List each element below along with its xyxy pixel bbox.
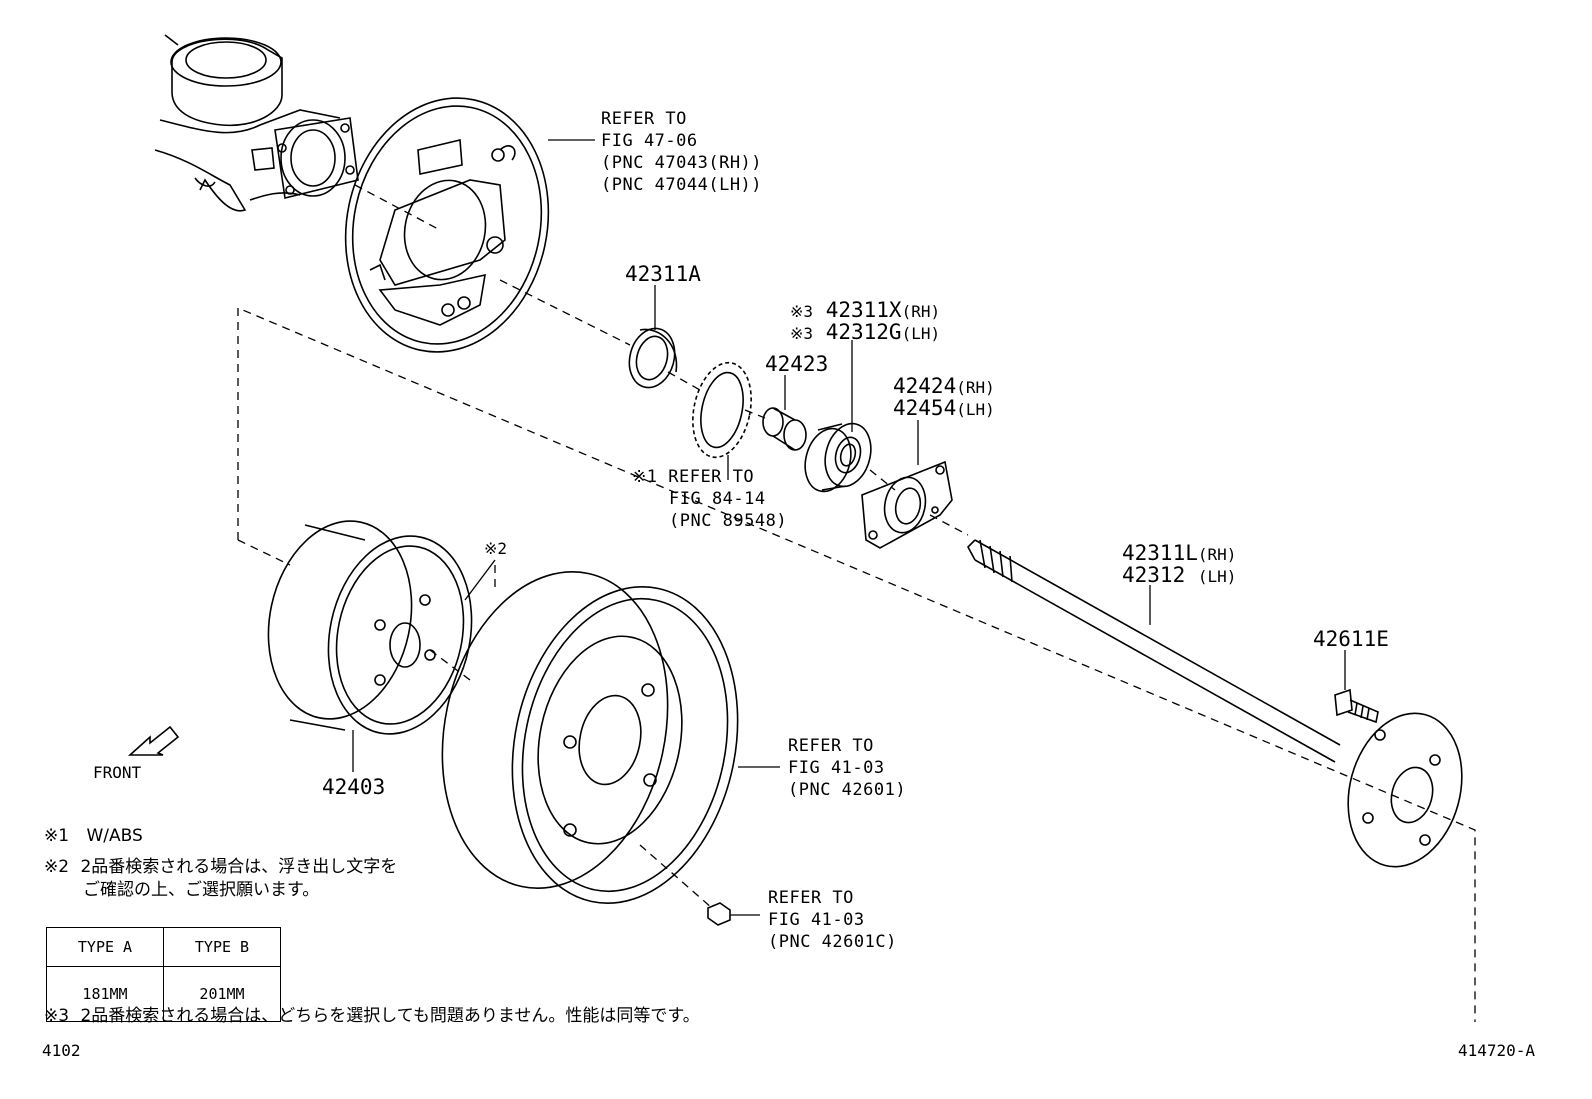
axle-housing — [154, 34, 359, 212]
front-arrow-icon — [127, 725, 180, 756]
bearing-retainer — [861, 460, 953, 549]
ref-line: (PNC 47043(RH)) — [601, 153, 763, 173]
note-mark: ※2 — [44, 857, 70, 877]
axle-flange — [1347, 712, 1463, 868]
part-42311A: 42311A — [625, 262, 701, 286]
part-side: (LH) — [901, 324, 941, 343]
part-side: (LH) — [1197, 567, 1237, 586]
table-header: TYPE A — [46, 927, 164, 967]
ref-line: (PNC 47044(LH)) — [601, 175, 763, 195]
wheel-bearing — [804, 422, 872, 493]
axle-shaft — [967, 539, 1341, 763]
table-row: 181MM 201MM — [46, 966, 281, 1022]
assembly-lines — [237, 184, 1476, 1022]
part-number: 42454 — [893, 396, 957, 420]
hub-nut — [707, 902, 731, 926]
hub-bolt — [1334, 688, 1379, 724]
note-mark: ※3 — [790, 302, 814, 321]
footer-figure-id: 414720-A — [1458, 1041, 1536, 1060]
front-label: FRONT — [93, 763, 142, 782]
table-cell: 181MM — [46, 966, 164, 1022]
ref-wheel: REFER TO FIG 41-03 (PNC 42601) — [788, 735, 906, 801]
note-mark: ※3 — [44, 1006, 70, 1026]
part-side: (RH) — [956, 378, 995, 397]
brake-drum — [267, 520, 473, 735]
ref-line: FIG 41-03 — [788, 758, 885, 778]
table-header-row: TYPE A TYPE B — [46, 927, 281, 967]
note-2-line2: ご確認の上、ご選択願います。 — [83, 880, 320, 900]
ref-line: FIG 41-03 — [768, 910, 865, 930]
ref-line: REFER TO — [788, 736, 874, 756]
ref-line: REFER TO — [768, 888, 854, 908]
part-42311X: ※3 42311X(RH) — [790, 298, 940, 324]
ref-line: REFER TO — [668, 467, 755, 487]
note-mark: ※3 — [790, 324, 814, 343]
ref-backing-plate: REFER TO FIG 47-06 (PNC 47043(RH)) (PNC … — [601, 108, 762, 196]
ref-line: FIG 47-06 — [601, 131, 698, 151]
table-cell: 201MM — [163, 966, 281, 1022]
note-text: 2品番検索される場合は、どちらを選択しても問題ありません。性能は同等です。 — [80, 1006, 700, 1026]
note-3: ※3 2品番検索される場合は、どちらを選択しても問題ありません。性能は同等です。 — [44, 1005, 700, 1027]
leader-lines — [352, 139, 1346, 916]
part-42424: 42424(RH) — [893, 374, 995, 400]
part-42311L: 42311L(RH) — [1122, 541, 1236, 567]
spacer — [762, 407, 807, 451]
abs-rotor — [692, 361, 752, 459]
note-text: 2品番検索される場合は、浮き出し文字を — [80, 857, 398, 877]
footer-left-code: 4102 — [42, 1041, 81, 1060]
ref-line: REFER TO — [601, 109, 687, 129]
part-number: 42311X — [825, 298, 902, 322]
part-42423: 42423 — [765, 352, 829, 376]
part-side: (RH) — [1197, 545, 1237, 564]
note-mark-2: ※2 — [484, 539, 508, 558]
part-number: 42312 — [1122, 563, 1186, 587]
wheel — [441, 571, 739, 904]
note-text: W/ABS — [86, 826, 143, 846]
part-side: (LH) — [956, 400, 995, 419]
table-header: TYPE B — [163, 927, 281, 967]
part-side: (RH) — [901, 302, 941, 321]
part-42454: 42454(LH) — [893, 396, 995, 422]
ref-abs-rotor: ※1 REFER TO FIG 84-14 (PNC 89548) — [632, 466, 787, 532]
part-42312: 42312 (LH) — [1122, 563, 1236, 589]
part-42312G: ※3 42312G(LH) — [790, 320, 940, 346]
note-mark: ※1 — [632, 467, 658, 487]
part-42403: 42403 — [322, 775, 386, 799]
part-42611E: 42611E — [1313, 627, 1389, 651]
ref-line: (PNC 42601) — [788, 780, 907, 800]
ref-line: ※1 REFER TO — [632, 466, 787, 488]
part-number: 42424 — [893, 374, 957, 398]
oil-seal — [628, 327, 678, 389]
ref-line: FIG 84-14 — [669, 489, 766, 509]
part-number: 42312G — [825, 320, 902, 344]
note-mark: ※1 — [44, 826, 70, 846]
note-1: ※1 W/ABS — [44, 825, 143, 847]
ref-line: (PNC 89548) — [669, 511, 788, 531]
ref-nut: REFER TO FIG 41-03 (PNC 42601C) — [768, 887, 897, 953]
type-table: TYPE A TYPE B 181MM 201MM — [46, 927, 281, 1022]
brake-backing-plate — [344, 97, 550, 353]
note-2: ※2 2品番検索される場合は、浮き出し文字を — [44, 856, 397, 878]
part-number: 42311L — [1122, 541, 1198, 565]
ref-line: (PNC 42601C) — [768, 932, 897, 952]
